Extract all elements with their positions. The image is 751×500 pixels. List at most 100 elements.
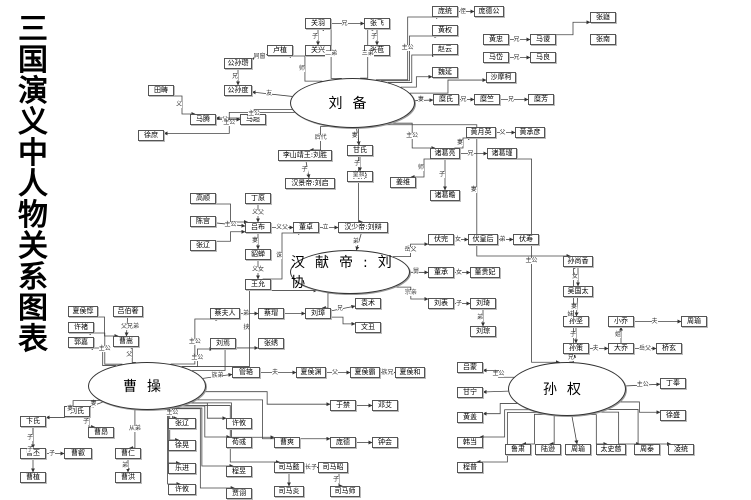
relation-label: 子: [333, 475, 340, 483]
relation-label: 子: [354, 159, 361, 167]
person-zhouyu2: 周瑜: [565, 444, 591, 455]
person-liuyan: 刘焉: [210, 338, 236, 349]
relation-label: 父: [222, 116, 229, 123]
person-daqiao: 大乔: [608, 343, 634, 354]
person-pangde: 庞德: [330, 437, 356, 448]
person-liubiao: 刘表: [428, 298, 454, 309]
link-caocao-jiaxu: [166, 408, 235, 490]
person-simayi: 司马懿: [274, 462, 304, 473]
relation-label: 主公: [636, 381, 649, 389]
relation-label: 主公: [224, 220, 237, 228]
relation-label: 师: [418, 164, 425, 171]
person-xusheng: 徐盛: [660, 410, 686, 421]
person-shamoke: 沙摩柯: [486, 72, 516, 83]
link-sunquan-xusheng: [618, 401, 661, 415]
relation-label: 舅: [412, 268, 419, 276]
link-sunquan-handa: [479, 409, 530, 439]
person-xiahouyuan: 夏侯渊: [296, 367, 326, 378]
link-hanxian-liuzhang: [321, 292, 334, 310]
person-lusu: 鲁肃: [505, 444, 531, 455]
relation-label: 夫: [272, 368, 279, 376]
relation-label: 子: [371, 33, 378, 40]
relation-label: 兄: [513, 35, 520, 43]
person-zhouyu: 周瑜: [681, 316, 707, 327]
relation-label: 岳父: [639, 344, 652, 352]
person-guanyu: 关羽: [305, 18, 331, 29]
link-sunquan-taishici: [585, 414, 608, 446]
relation-label: 妻: [571, 302, 578, 310]
title-char: 国: [18, 43, 48, 78]
relation-label: 子: [439, 170, 446, 178]
person-fuhuanghou: 伏皇后: [468, 234, 498, 245]
person-xuyou2: 许攸: [226, 418, 252, 429]
relation-label: 子: [49, 449, 56, 457]
relation-label: 侄: [460, 7, 467, 15]
relation-label: 妻: [351, 132, 358, 140]
relation-label: 兄: [460, 95, 467, 103]
person-majingsu: 马谡: [530, 34, 556, 45]
relation-label: 弟: [122, 461, 129, 469]
person-zhaoyun: 赵云: [432, 44, 458, 55]
person-zhonghui: 钟会: [372, 437, 398, 448]
relation-label: 父: [332, 368, 339, 376]
person-zhangliao: 张辽: [190, 240, 216, 251]
relation-label: 从弟: [128, 424, 141, 432]
person-liushi: 刘氏: [64, 406, 90, 417]
diagram-title: 三国演义中人物关系图表: [14, 14, 52, 355]
person-dongzhuo: 董卓: [293, 222, 319, 233]
person-luxun: 吕蒙: [457, 362, 483, 373]
main-figure-hanxian: 汉献帝:刘协: [290, 250, 410, 294]
relation-label: 子: [27, 433, 34, 441]
relation-label: 三弟: [361, 49, 374, 57]
relation-label: 主公: [248, 109, 261, 117]
person-lishanjing: 李山靖王:刘胜: [278, 150, 332, 161]
person-huanggai: 黄盖: [457, 412, 483, 423]
person-diaochan: 貂蝉: [245, 249, 271, 260]
link-gaoshun-lubu: [213, 203, 248, 224]
relation-label: 兄: [337, 304, 344, 312]
person-fushou: 伏寿: [513, 234, 539, 245]
main-figure-liubei: 刘备: [290, 78, 415, 128]
relation-label: 夫: [651, 317, 658, 325]
person-wenchou: 文丑: [355, 322, 381, 333]
relation-label: 师: [298, 64, 305, 72]
relation-label: 主公: [401, 44, 414, 52]
person-xuyou: 许攸: [168, 484, 196, 495]
relation-label: 妹: [567, 310, 574, 318]
link-caocao-guojia: [88, 346, 117, 366]
relation-label: 夫: [592, 344, 599, 352]
title-char: 中: [18, 136, 48, 171]
title-char: 人: [18, 167, 48, 202]
title-char: 表: [18, 322, 48, 357]
relation-label: 弟: [352, 237, 359, 245]
relation-label: 姐: [615, 331, 622, 338]
person-zhugeliang: 诸葛亮: [430, 148, 460, 159]
relation-label: 长子: [305, 463, 318, 471]
main-figure-sunquan: 孙权: [508, 362, 626, 416]
relation-label: 兄: [567, 354, 574, 362]
link-liubei-zhaoyun: [388, 53, 436, 83]
person-simaen: 司马炎: [274, 486, 304, 497]
link-liubei-weiyan: [400, 74, 433, 88]
relation-label: 宗亲: [404, 289, 417, 297]
link-caocao-chengyu: [170, 407, 234, 468]
person-pangtong: 庞统: [432, 6, 458, 17]
person-chengpu: 程普: [457, 462, 483, 473]
person-zhangyi: 张嶷: [590, 12, 616, 23]
person-sunshangxiang: 孙尚香: [563, 256, 593, 267]
relation-label: 皇叔: [352, 170, 365, 178]
person-zhugejin: 诸葛瑾: [487, 148, 517, 159]
person-caozhi: 曹植: [20, 472, 46, 483]
relation-label: 挟: [243, 324, 250, 332]
person-hanjingdi: 汉景帝:刘启: [285, 178, 335, 189]
title-char: 演: [18, 74, 48, 109]
person-xushu: 徐庶: [138, 130, 164, 141]
link-caocao-xunyu: [179, 405, 231, 439]
relation-label: 义父: [276, 223, 289, 231]
relation-label: 主公: [191, 353, 204, 361]
relation-label: 父兄弟: [121, 322, 140, 330]
person-lifeng: 糜氏: [433, 94, 459, 105]
link-sunquan-luxun2: [549, 415, 559, 446]
relation-label: 立: [322, 223, 329, 231]
person-dingfeng: 丁奉: [660, 378, 686, 389]
